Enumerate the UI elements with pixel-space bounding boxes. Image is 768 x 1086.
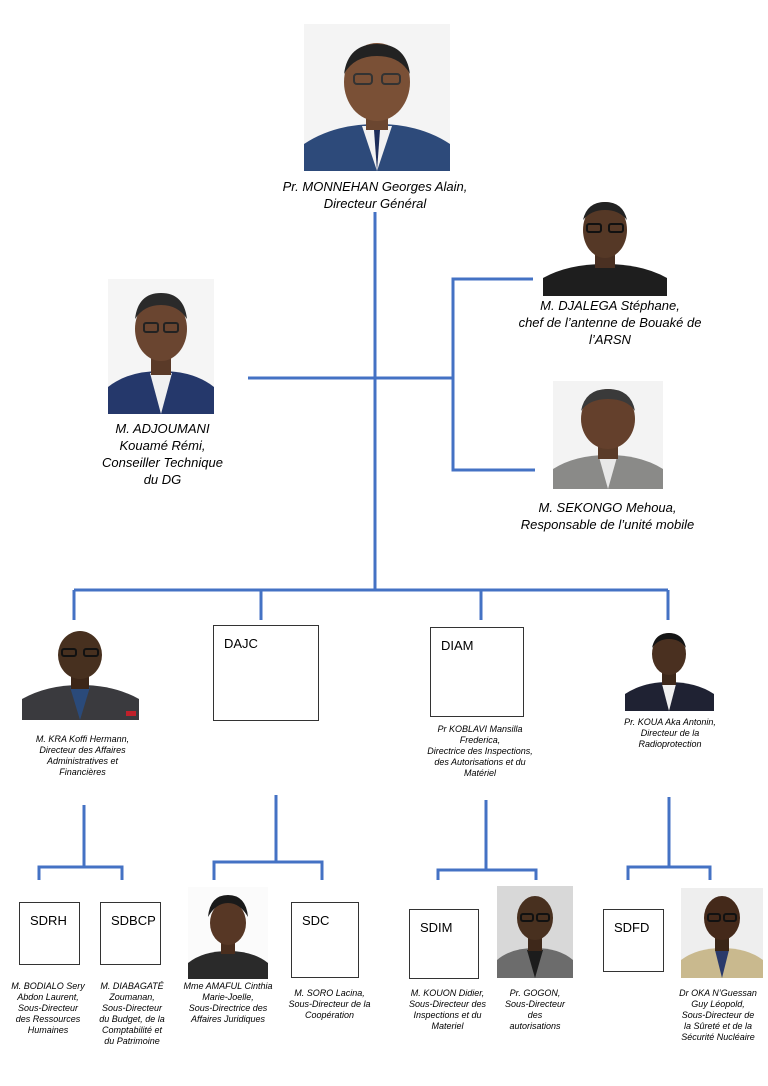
sdrh-caption: M. BODIALO Sery Abdon Laurent, Sous-Dire…	[2, 981, 94, 1036]
bouake-line2: chef de l’antenne de Bouaké de	[518, 315, 702, 330]
connector-bracket-right	[451, 277, 535, 472]
adviser-line2: Kouamé Rémi,	[119, 438, 206, 453]
adviser-line1: M. ADJOUMANI	[115, 421, 210, 436]
sdc-box: SDC	[291, 902, 359, 978]
diam-box: DIAM	[430, 627, 524, 717]
adviser-line3: Conseiller Technique	[102, 455, 223, 470]
adviser-line4: du DG	[143, 472, 182, 487]
sdaj-line2: Marie-Joelle,	[202, 992, 254, 1002]
sda-line3: des	[527, 1010, 543, 1020]
director-general-caption: Pr. MONNEHAN Georges Alain, Directeur Gé…	[250, 178, 500, 212]
diam-director-caption: Pr KOBLAVI Mansilla Frederica, Directric…	[405, 724, 555, 779]
sdrh-line1: M. BODIALO Sery	[11, 981, 85, 991]
sdbcp-line1: M. DIABAGATÉ	[100, 981, 164, 991]
sdfd-label: SDFD	[614, 920, 650, 935]
sdsn-line4: la Sûreté et de la	[683, 1021, 753, 1031]
sdim-line2: Sous-Directeur des	[408, 999, 487, 1009]
connector-diam-subs	[436, 800, 538, 880]
sdim-line3: Inspections et du	[413, 1010, 482, 1020]
sdbcp-line4: du Budget, de la	[99, 1014, 165, 1024]
sdbcp-label: SDBCP	[111, 913, 156, 928]
sdbcp-line2: Zoumanan,	[109, 992, 155, 1002]
sda-line1: Pr. GOGON,	[509, 988, 561, 998]
bouake-line1: M. DJALEGA Stéphane,	[540, 298, 680, 313]
sdsn-line2: Guy Léopold,	[691, 999, 745, 1009]
sdsn-line3: Sous-Directeur de	[681, 1010, 755, 1020]
sdrh-line4: des Ressources	[15, 1014, 81, 1024]
diam-label: DIAM	[441, 638, 474, 653]
sdaj-line4: Affaires Juridiques	[190, 1014, 266, 1024]
sdrh-box: SDRH	[19, 902, 80, 965]
daf-director-caption: M. KRA Koffi Hermann, Directeur des Affa…	[15, 734, 150, 778]
sdaj-head-photo	[188, 887, 268, 979]
daf-line4: Financières	[59, 767, 106, 777]
dajc-label: DAJC	[224, 636, 258, 651]
diam-line5: Matériel	[463, 768, 496, 778]
sda-line4: autorisations	[509, 1021, 561, 1031]
sda-line2: Sous-Directeur	[504, 999, 566, 1009]
sda-head-photo	[497, 886, 573, 978]
director-general-photo	[304, 24, 450, 171]
drp-line3: Radioprotection	[638, 739, 702, 749]
bouake-head-photo	[543, 198, 667, 296]
daf-line1: M. KRA Koffi Hermann,	[35, 734, 130, 744]
sdc-line1: M. SORO Lacina,	[294, 988, 365, 998]
drp-line2: Directeur de la	[640, 728, 700, 738]
sdim-label: SDIM	[420, 920, 453, 935]
sdc-label: SDC	[302, 913, 330, 928]
connector-dajc-subs	[212, 795, 324, 880]
drp-director-photo	[625, 630, 714, 711]
sdaj-caption: Mme AMAFUL Cinthia Marie-Joelle, Sous-Di…	[178, 981, 278, 1025]
sdsn-line5: Sécurité Nucléaire	[681, 1032, 755, 1042]
mobile-unit-head-caption: M. SEKONGO Mehoua, Responsable de l’unit…	[505, 499, 710, 533]
sdc-caption: M. SORO Lacina, Sous-Directeur de la Coo…	[282, 988, 377, 1021]
sdrh-label: SDRH	[30, 913, 67, 928]
sdim-box: SDIM	[409, 909, 479, 979]
sdbcp-line5: Comptabilité et	[101, 1025, 163, 1035]
connector-daf-subs	[37, 805, 124, 880]
drp-director-caption: Pr. KOUA Aka Antonin, Directeur de la Ra…	[600, 717, 740, 750]
sdbcp-caption: M. DIABAGATÉ Zoumanan, Sous-Directeur du…	[88, 981, 176, 1047]
director-general-role: Directeur Général	[323, 196, 427, 211]
diam-line2: Frederica,	[459, 735, 501, 745]
sda-caption: Pr. GOGON, Sous-Directeur des autorisati…	[492, 988, 578, 1032]
daf-line3: Administratives et	[46, 756, 119, 766]
sdbcp-line3: Sous-Directeur	[101, 1003, 163, 1013]
sdbcp-line6: du Patrimoine	[104, 1036, 160, 1046]
diam-line4: des Autorisations et du	[434, 757, 526, 767]
adviser-photo	[108, 279, 214, 414]
sdim-caption: M. KOUON Didier, Sous-Directeur des Insp…	[395, 988, 500, 1032]
mobile-unit-head-photo	[553, 381, 663, 489]
sdrh-line3: Sous-Directeur	[17, 1003, 79, 1013]
drp-line1: Pr. KOUA Aka Antonin,	[624, 717, 716, 727]
mobile-line1: M. SEKONGO Mehoua,	[538, 500, 677, 515]
sdc-line3: Coopération	[304, 1010, 355, 1020]
sdfd-box: SDFD	[603, 909, 664, 972]
mobile-line2: Responsable de l’unité mobile	[520, 517, 695, 532]
sdsn-head-photo	[681, 888, 763, 978]
sdaj-line3: Sous-Directrice des	[188, 1003, 268, 1013]
adviser-caption: M. ADJOUMANI Kouamé Rémi, Conseiller Tec…	[80, 420, 245, 488]
sdsn-caption: Dr OKA N’Guessan Guy Léopold, Sous-Direc…	[668, 988, 768, 1043]
bouake-line3: l’ARSN	[589, 332, 631, 347]
sdc-line2: Sous-Directeur de la	[288, 999, 371, 1009]
diam-line3: Directrice des Inspections,	[427, 746, 533, 756]
sdbcp-box: SDBCP	[100, 902, 161, 965]
connector-drp-subs	[626, 797, 712, 880]
daf-line2: Directeur des Affaires	[39, 745, 126, 755]
dajc-box: DAJC	[213, 625, 319, 721]
sdrh-line2: Abdon Laurent,	[17, 992, 79, 1002]
sdaj-line1: Mme AMAFUL Cinthia	[183, 981, 273, 991]
sdrh-line5: Humaines	[27, 1025, 69, 1035]
sdim-line1: M. KOUON Didier,	[410, 988, 485, 998]
sdim-line4: Materiel	[431, 1021, 464, 1031]
director-general-name: Pr. MONNEHAN Georges Alain,	[282, 179, 468, 194]
daf-director-photo	[22, 629, 139, 720]
bouake-head-caption: M. DJALEGA Stéphane, chef de l’antenne d…	[498, 297, 722, 348]
sdsn-line1: Dr OKA N’Guessan	[679, 988, 757, 998]
diam-line1: Pr KOBLAVI Mansilla	[437, 724, 523, 734]
